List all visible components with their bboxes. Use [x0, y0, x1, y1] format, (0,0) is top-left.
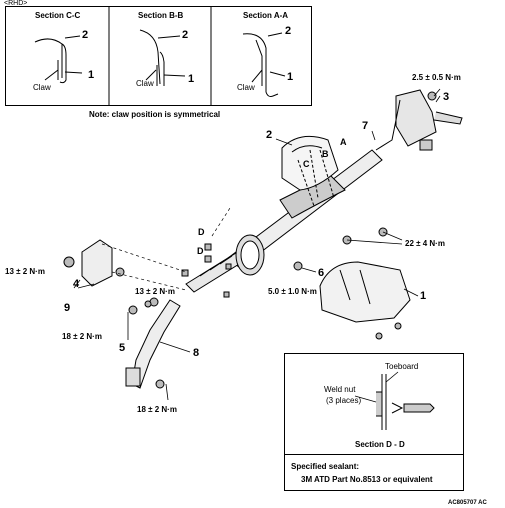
section-dd-box: [284, 353, 464, 455]
letter-b: B: [322, 149, 329, 159]
section-cc-claw: Claw: [33, 83, 51, 92]
letter-d-1: D: [198, 227, 205, 237]
letter-c: C: [303, 159, 310, 169]
section-aa-callout-1: 1: [287, 71, 294, 83]
rhd-label: <RHD>: [4, 0, 28, 7]
sealant-heading: Specified sealant:: [291, 462, 360, 471]
toeboard-label: Toeboard: [385, 362, 419, 371]
callout-3: 3: [443, 91, 450, 103]
section-cc-drawing: [34, 35, 83, 84]
section-bb-claw: Claw: [136, 79, 154, 88]
section-aa-title: Section A-A: [243, 11, 289, 20]
section-cc-title: Section C-C: [35, 11, 81, 20]
letter-a: A: [340, 137, 347, 147]
callout-4: 4: [73, 278, 80, 290]
section-dd-title: Section D - D: [355, 440, 405, 449]
torque-18-upper: 18 ± 2 N·m: [62, 332, 102, 341]
torque-top: 2.5 ± 0.5 N·m: [412, 73, 461, 82]
weld-nut-places: (3 places): [326, 396, 362, 405]
claw-note: Note: claw position is symmetrical: [89, 110, 221, 119]
callout-8: 8: [193, 347, 200, 359]
section-aa-drawing: [242, 32, 286, 97]
torque-13-left: 13 ± 2 N·m: [5, 267, 45, 276]
sealant-spec: 3M ATD Part No.8513 or equivalent: [301, 475, 433, 484]
callout-6: 6: [318, 267, 325, 279]
section-dd-drawing: [354, 371, 435, 430]
sealant-box: [284, 455, 464, 491]
section-bb-callout-1: 1: [188, 73, 195, 85]
callout-5: 5: [119, 342, 126, 354]
callout-7: 7: [362, 120, 369, 132]
section-cc-callout-1: 1: [88, 69, 95, 81]
figure-code: AC805707 AC: [448, 500, 487, 506]
column-assembly: [63, 88, 463, 401]
callout-2: 2: [266, 129, 273, 141]
section-bb-callout-2: 2: [182, 29, 189, 41]
torque-5: 5.0 ± 1.0 N·m: [268, 287, 317, 296]
section-bb-drawing: [139, 29, 186, 86]
torque-22: 22 ± 4 N·m: [405, 239, 445, 248]
section-cc-callout-2: 2: [82, 29, 89, 41]
letter-d-2: D: [197, 246, 204, 256]
section-bb-title: Section B-B: [138, 11, 184, 20]
sections-box: [5, 6, 312, 106]
weld-nut-label: Weld nut: [324, 385, 356, 394]
callout-9: 9: [64, 302, 71, 314]
torque-13-mid: 13 ± 2 N·m: [135, 287, 175, 296]
section-aa-claw: Claw: [237, 83, 255, 92]
torque-18-lower: 18 ± 2 N·m: [137, 405, 177, 414]
section-aa-callout-2: 2: [285, 25, 292, 37]
callout-1: 1: [420, 290, 427, 302]
